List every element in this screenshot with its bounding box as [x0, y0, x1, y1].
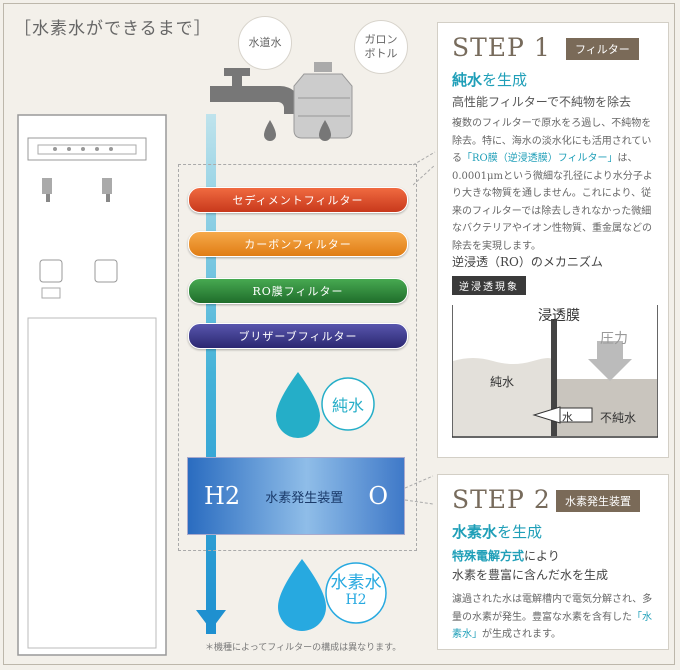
pure-water-label: 純水	[331, 396, 364, 415]
page-title: ［水素水ができるまで］	[14, 19, 212, 39]
tap-water-bubble: 水道水	[238, 16, 292, 70]
faucet-icon	[210, 86, 302, 114]
connector-step2	[405, 475, 434, 505]
step1-headline: 純水を生成	[452, 71, 528, 89]
ro-diagram	[452, 305, 658, 438]
flow-line	[206, 114, 216, 634]
connector-step1	[413, 151, 436, 186]
faucet-handle	[224, 68, 250, 76]
gallon-bottle-bubble: ガロン ボトル	[354, 20, 408, 74]
drop-icon	[319, 120, 331, 141]
mechanism-tag: 逆浸透現象	[452, 276, 526, 295]
step2-title: STEP 2	[452, 485, 551, 514]
filter-carbon: カーボンフィルター	[188, 231, 408, 257]
step2-body: 濾過された水は電解槽内で電気分解され、多量の水素が発生。豊富な水素を含有した「水…	[452, 594, 653, 640]
water-arrow-label: 水	[562, 411, 573, 424]
h2-label: H2	[204, 482, 241, 510]
pressure-arrow-icon	[588, 359, 632, 381]
hydrogen-water-icon	[278, 559, 387, 631]
hydrogen-water-label: 水素水 H2	[330, 573, 382, 608]
step1-panel: STEP 1 フィルター 純水を生成 高性能フィルターで不純物を除去 複数のフィ…	[437, 22, 669, 458]
step2-subhead: 特殊電解方式により 水素を豊富に含んだ水を生成	[452, 549, 609, 583]
outer-frame	[3, 3, 675, 665]
membrane-icon	[551, 319, 557, 436]
pressure-label: 圧力	[600, 331, 628, 347]
water-server-illustration	[17, 114, 167, 656]
impure-side-label: 不純水	[600, 411, 637, 425]
step1-subhead: 高性能フィルターで不純物を除去	[452, 95, 632, 109]
pure-water-icon	[276, 372, 375, 438]
footnote: ＊機種によってフィルターの構成は異なります。	[205, 643, 402, 653]
hydrogen-generator: H2 水素発生装置 O	[187, 457, 405, 535]
filter-preserve: ブリザーブフィルター	[188, 323, 408, 349]
drop-icon	[264, 120, 276, 141]
gallon-bottle-icon	[293, 62, 353, 139]
mechanism-title: 逆浸透（RO）のメカニズム	[452, 255, 603, 269]
filter-group-outline	[178, 164, 417, 551]
filter-ro: RO膜フィルター	[188, 278, 408, 304]
step1-tag: フィルター	[566, 38, 639, 60]
step1-title: STEP 1	[452, 33, 551, 62]
membrane-label: 浸透膜	[538, 308, 580, 324]
step2-panel: STEP 2 水素発生装置 水素水を生成 特殊電解方式により 水素を豊富に含んだ…	[437, 474, 669, 650]
step1-body: 複数のフィルターで原水をろ過し、不純物を除去。特に、海水の淡水化にも活用されてい…	[452, 118, 653, 252]
filter-sediment: セディメントフィルター	[188, 187, 408, 213]
generator-label: 水素発生装置	[265, 490, 344, 506]
step2-headline: 水素水を生成	[452, 523, 543, 541]
o-label: O	[368, 482, 388, 510]
flow-arrowhead	[196, 610, 226, 630]
flow-graphics	[196, 62, 353, 634]
step2-tag: 水素発生装置	[556, 490, 640, 512]
pure-side-label: 純水	[490, 375, 515, 389]
